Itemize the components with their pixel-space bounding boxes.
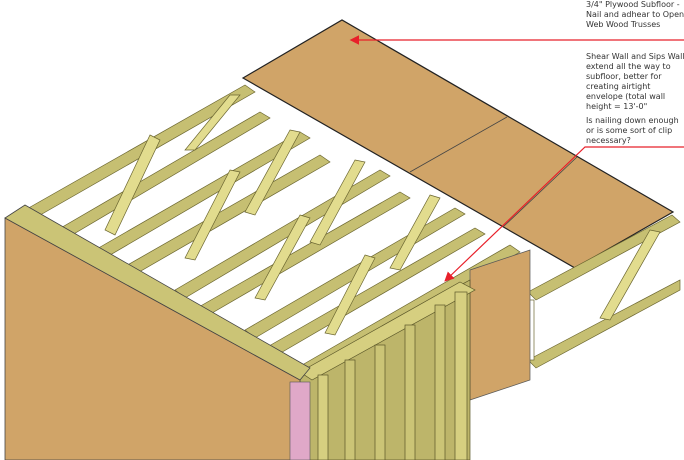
- sips-insulation: [289, 381, 311, 460]
- annotation-nailing: Is nailing down enough or is some sort o…: [586, 116, 679, 145]
- stud-wall: [299, 279, 476, 460]
- plywood-subfloor: [241, 19, 675, 269]
- annotation-subfloor: 3/4" Plywood Subfloor - Nail and adhear …: [586, 0, 684, 29]
- plywood-seam: [502, 156, 578, 228]
- sheathing-block: [469, 249, 531, 401]
- truss-webs: [104, 94, 441, 336]
- leader-arrow-wall: [444, 146, 684, 282]
- plywood-seam: [409, 116, 508, 173]
- annotation-shear-wall: Shear Wall and Sips Wall extend all the …: [586, 52, 684, 111]
- wall-top-plate: [4, 204, 311, 381]
- right-truss-fragment: [527, 214, 681, 369]
